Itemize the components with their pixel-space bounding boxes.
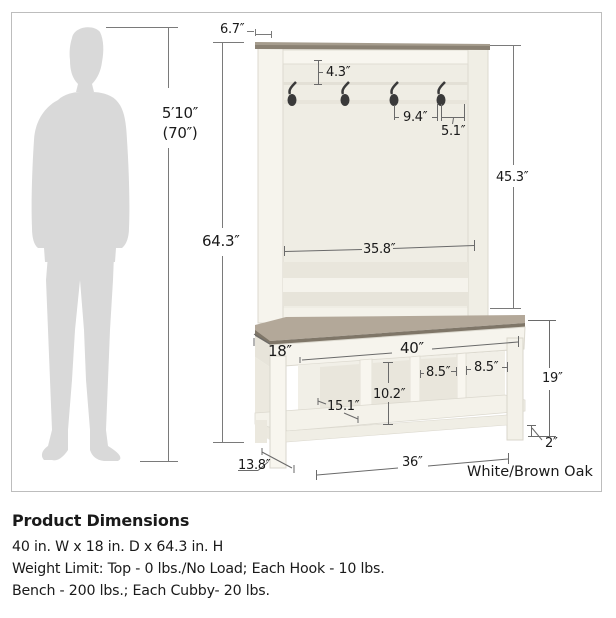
bench-dimension-lines bbox=[238, 320, 556, 480]
coat-hooks bbox=[287, 81, 446, 106]
overall-height-label: 64.3″ bbox=[202, 232, 240, 250]
hutch-height-dimension bbox=[490, 45, 521, 309]
leg-height-label: 2″ bbox=[545, 436, 558, 451]
weight-limit-line: Weight Limit: Top - 0 lbs./No Load; Each… bbox=[12, 561, 385, 577]
hook-icon bbox=[436, 81, 446, 106]
base-width-label: 36″ bbox=[402, 455, 423, 470]
inner-width-label: 35.8″ bbox=[363, 242, 396, 257]
cubby-width-a-label: 8.5″ bbox=[426, 365, 451, 380]
inner-width-dimension bbox=[284, 240, 475, 256]
bench-height-label: 19″ bbox=[542, 371, 563, 386]
storage-bench bbox=[254, 315, 526, 469]
person-height-dimension bbox=[106, 27, 178, 462]
hook-icon bbox=[287, 81, 297, 106]
product-dimensions-title: Product Dimensions bbox=[12, 511, 190, 530]
hutch-height-label: 45.3″ bbox=[496, 170, 529, 185]
person-height-inches-label: (70″) bbox=[162, 124, 198, 142]
base-depth-label: 13.8″ bbox=[238, 458, 271, 473]
top-depth-dimension bbox=[247, 29, 272, 38]
product-info: Product Dimensions 40 in. W x 18 in. D x… bbox=[12, 511, 612, 602]
hook-edge-offset-label: 5.1″ bbox=[441, 124, 466, 139]
overall-height-dimension bbox=[213, 42, 244, 443]
hook-to-top-label: 4.3″ bbox=[326, 65, 351, 80]
person-silhouette-icon bbox=[31, 27, 130, 461]
bench-depth-label: 18″ bbox=[268, 342, 292, 360]
hook-icon bbox=[389, 81, 399, 106]
hook-spacing-label: 9.4″ bbox=[403, 110, 428, 125]
cubby-depth-label: 15.1″ bbox=[327, 399, 360, 414]
hook-icon bbox=[340, 81, 350, 106]
person-height-label: 5′10″ bbox=[161, 104, 199, 122]
hall-tree-hutch bbox=[255, 42, 490, 324]
bench-cubby-weight-line: Bench - 200 lbs.; Each Cubby- 20 lbs. bbox=[12, 583, 270, 599]
cubby-height-label: 10.2″ bbox=[373, 387, 406, 402]
finish-label: White/Brown Oak bbox=[467, 464, 593, 480]
hook-dimension-lines bbox=[314, 60, 465, 125]
top-depth-label: 6.7″ bbox=[220, 22, 245, 37]
dimension-diagram bbox=[31, 27, 556, 480]
overall-dimensions-line: 40 in. W x 18 in. D x 64.3 in. H bbox=[12, 539, 224, 555]
bench-width-label: 40″ bbox=[400, 339, 424, 357]
cubby-width-b-label: 8.5″ bbox=[474, 360, 499, 375]
diagram-frame bbox=[11, 12, 602, 492]
